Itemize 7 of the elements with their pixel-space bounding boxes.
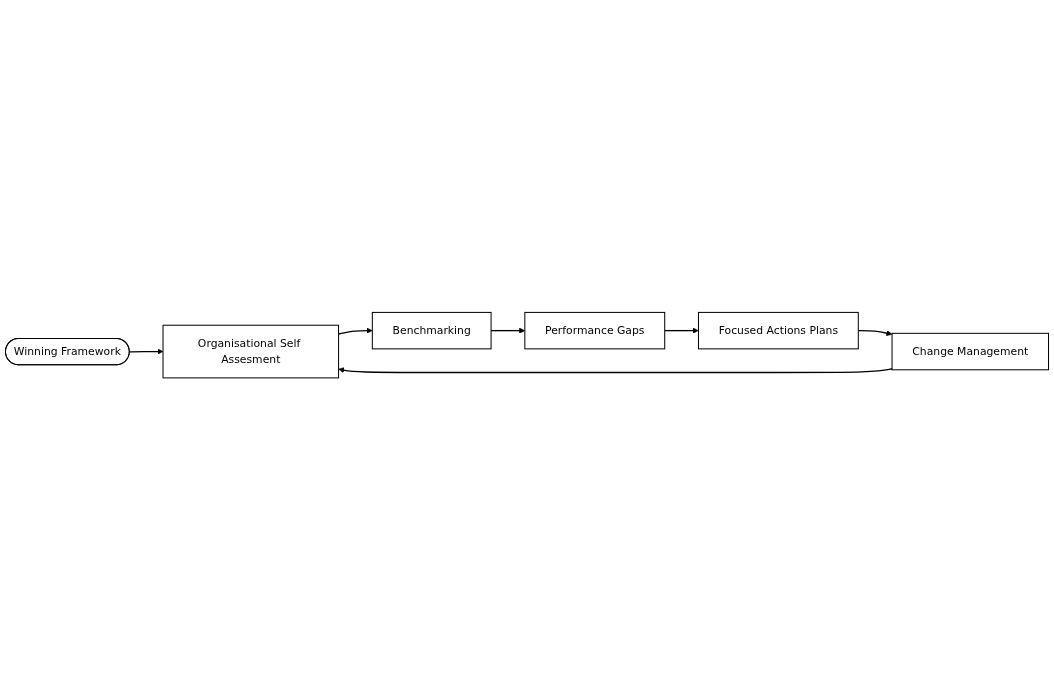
node-box: Organisational Self Assesment [162,324,340,379]
arrow [338,367,893,373]
arrow [664,327,699,334]
node-box: Change Management [891,332,1050,371]
node-box: Benchmarking [371,311,492,350]
node-box: Focused Actions Plans [697,311,859,350]
node-box: Performance Gaps [524,311,666,350]
